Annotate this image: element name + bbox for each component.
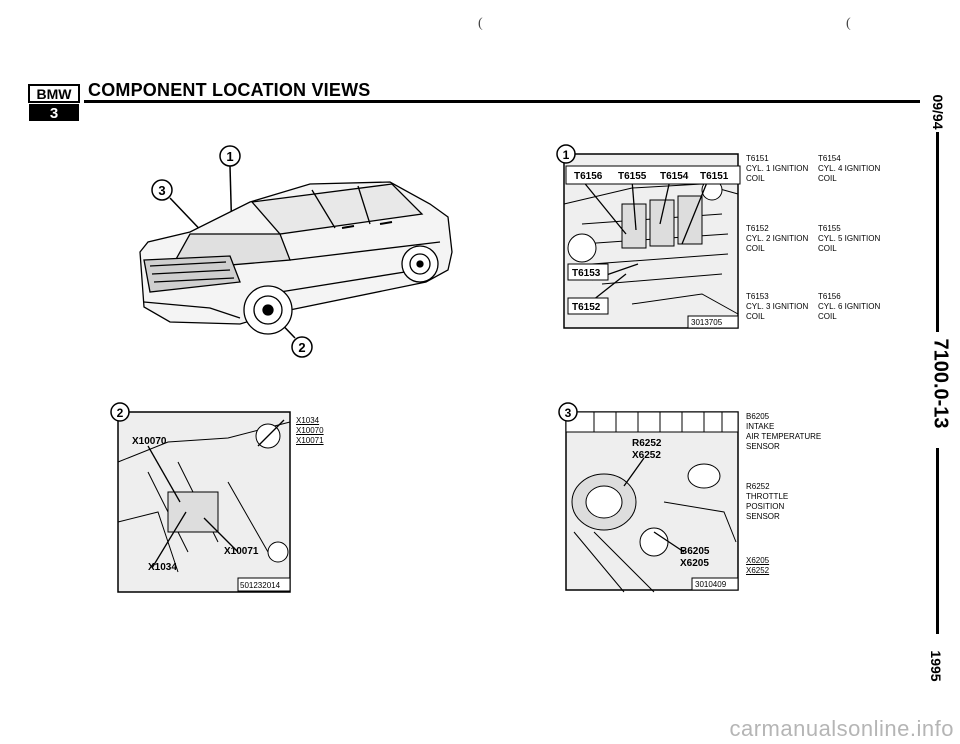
figure-3-number: 3 — [558, 402, 578, 422]
legend-r6252: R6252 THROTTLE POSITION SENSOR — [746, 482, 789, 521]
intake-label-x6252: X6252 — [632, 450, 661, 461]
sidebar-date: 09/94 — [930, 94, 946, 130]
ignition-label-t6153: T6153 — [572, 268, 601, 279]
intake-label-b6205: B6205 — [680, 546, 710, 557]
figure-1-number: 1 — [556, 144, 576, 164]
ignition-label-t6152: T6152 — [572, 302, 601, 313]
scan-mark-right: ( — [846, 16, 851, 31]
sidebar-rule-top — [936, 132, 939, 332]
legend-t6152: T6152 CYL. 2 IGNITION COIL — [746, 224, 809, 253]
legend-b6205: B6205 INTAKE AIR TEMPERATURE SENSOR — [746, 412, 822, 451]
car-overview-figure: 1 3 2 — [130, 142, 460, 372]
svg-text:3: 3 — [565, 406, 572, 420]
legend-t6151: T6151 CYL. 1 IGNITION COIL — [746, 154, 809, 183]
logo-series: 3 — [50, 105, 58, 122]
header-rule — [84, 100, 920, 103]
connector-ref-number: 501232014 — [240, 581, 281, 590]
callout-1: 1 — [219, 145, 241, 167]
legend-t6155: T6155 CYL. 5 IGNITION COIL — [818, 224, 881, 253]
legend-t6154: T6154 CYL. 4 IGNITION COIL — [818, 154, 881, 183]
connector-refs: X1034 X10070 X10071 — [296, 416, 324, 445]
intake-refs: X6205 X6252 — [746, 556, 770, 575]
connector-label-x10071: X10071 — [224, 546, 259, 557]
connector-label-x10070: X10070 — [132, 436, 167, 447]
svg-text:1: 1 — [226, 149, 233, 164]
ignition-coil-figure: T6156 T6155 T6154 T6151 T6153 T6152 3013… — [552, 144, 742, 330]
intake-figure: R6252 X6252 B6205 X6205 3010409 3 — [554, 402, 740, 594]
svg-text:1: 1 — [563, 148, 570, 162]
bmw-logo: BMW 3 — [28, 84, 80, 122]
svg-text:2: 2 — [117, 406, 124, 420]
intake-ref-number: 3010409 — [695, 580, 727, 589]
sidebar-rule-bottom — [936, 448, 939, 634]
svg-text:2: 2 — [298, 340, 305, 355]
logo-text: BMW — [37, 86, 73, 102]
scan-mark-left: ( — [478, 16, 483, 31]
ignition-label-t6151: T6151 — [700, 171, 729, 182]
figure-2-number: 2 — [110, 402, 130, 422]
callout-2: 2 — [291, 336, 313, 358]
sidebar-doc-number: 7100.0-13 — [929, 338, 952, 429]
car-illustration — [139, 181, 453, 335]
connector-figure: X10070 X10071 X1034 501232014 2 — [108, 402, 292, 594]
connector-label-x1034: X1034 — [148, 562, 177, 573]
intake-label-r6252: R6252 — [632, 438, 662, 449]
legend-t6153: T6153 CYL. 3 IGNITION COIL — [746, 292, 809, 321]
watermark: carmanualsonline.info — [729, 716, 954, 741]
page-title: COMPONENT LOCATION VIEWS — [88, 80, 371, 100]
ignition-label-t6156: T6156 — [574, 171, 603, 182]
svg-text:3: 3 — [158, 183, 165, 198]
callout-3: 3 — [151, 179, 173, 201]
legend-t6156: T6156 CYL. 6 IGNITION COIL — [818, 292, 881, 321]
ignition-label-t6155: T6155 — [618, 171, 647, 182]
ignition-label-t6154: T6154 — [660, 171, 689, 182]
ignition-ref-number: 3013705 — [691, 318, 723, 327]
sidebar-year: 1995 — [928, 650, 944, 682]
intake-label-x6205: X6205 — [680, 558, 709, 569]
